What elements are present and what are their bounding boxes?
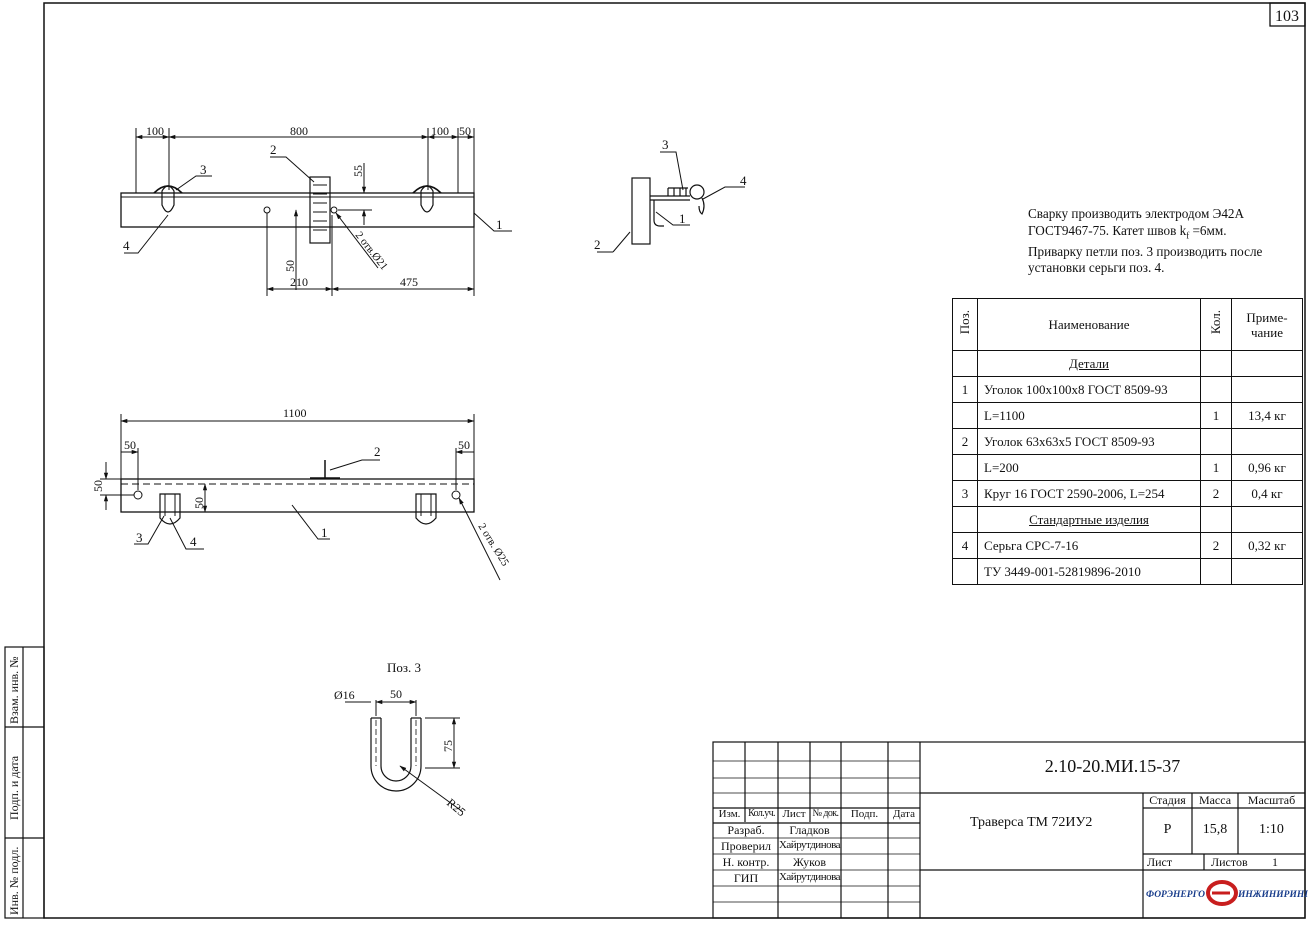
name-normcontrol: Жуков bbox=[792, 855, 827, 869]
front-callout-1: 1 bbox=[321, 525, 328, 540]
title-block-grid bbox=[712, 741, 1306, 919]
side-callout-1: 1 bbox=[679, 211, 686, 226]
side-callout-3: 3 bbox=[662, 137, 669, 152]
front-callout-4: 4 bbox=[190, 534, 197, 549]
spec-section-standard: Стандартные изделия bbox=[977, 506, 1201, 533]
detail-view bbox=[345, 699, 464, 813]
stage-label: Стадия bbox=[1149, 793, 1186, 807]
note-line-1: Сварку производить электродом Э42А bbox=[1028, 206, 1245, 221]
side-stamp-original: Инв. № подл. bbox=[7, 847, 21, 915]
front-callout-3: 3 bbox=[136, 530, 143, 545]
sheets-count: 1 bbox=[1272, 855, 1278, 869]
detail-dim-75: 75 bbox=[441, 740, 455, 752]
top-view-labels: 100 800 100 50 55 50 210 475 2 отв.Ø21 1… bbox=[123, 124, 503, 289]
stage-value: Р bbox=[1163, 822, 1172, 837]
specification-table: Поз. Наименование Кол. Приме-чание Детал… bbox=[952, 298, 1303, 585]
top-view bbox=[120, 128, 512, 296]
mass-label: Масса bbox=[1198, 793, 1232, 807]
welding-notes: Сварку производить электродом Э42А ГОСТ9… bbox=[1028, 206, 1300, 277]
dim-front-50-inner: 50 bbox=[192, 497, 206, 509]
detail-dim-r25: R25 bbox=[444, 796, 468, 820]
side-callout-4: 4 bbox=[740, 173, 747, 188]
table-row: 2 Уголок 63х63х5 ГОСТ 8509-93 bbox=[952, 428, 1303, 455]
table-row: L=200 1 0,96 кг bbox=[952, 454, 1303, 481]
table-row: 3 Круг 16 ГОСТ 2590-2006, L=254 2 0,4 кг bbox=[952, 480, 1303, 507]
name-chief-engineer: Хайрутдинова bbox=[778, 871, 841, 883]
dim-top-50-vert: 50 bbox=[283, 260, 297, 272]
note-line-2: ГОСТ9467-75. Катет швов kf =6мм. bbox=[1028, 222, 1227, 241]
item-name: Траверса ТМ 72ИУ2 bbox=[970, 815, 1093, 830]
sheets-label: Листов bbox=[1211, 855, 1248, 869]
front-view-labels: 1100 50 50 50 50 2 отв. Ø25 1 2 3 4 bbox=[91, 406, 511, 569]
table-row: ТУ 3449-001-52819896-2010 bbox=[952, 558, 1303, 585]
side-stamp-replace: Взам. инв. № bbox=[7, 656, 21, 724]
dim-top-100-right: 100 bbox=[431, 124, 449, 138]
dim-top-50: 50 bbox=[459, 124, 471, 138]
table-row: L=1100 1 13,4 кг bbox=[952, 402, 1303, 429]
detail-title: Поз. 3 bbox=[387, 660, 421, 675]
sheet-number-box bbox=[1269, 2, 1306, 27]
mass-value: 15,8 bbox=[1202, 822, 1228, 837]
dim-top-210: 210 bbox=[290, 275, 308, 289]
top-callout-4: 4 bbox=[123, 238, 130, 253]
dim-front-50-left: 50 bbox=[124, 438, 136, 452]
note-line-4: установки серьги поз. 4. bbox=[1028, 260, 1165, 276]
table-row: 4 Серьга СРС-7-16 2 0,32 кг bbox=[952, 532, 1303, 559]
detail-dim-dia: Ø16 bbox=[334, 688, 355, 702]
spec-header-pos: Поз. bbox=[952, 298, 978, 351]
role-developer: Разраб. bbox=[727, 823, 765, 837]
spec-header-note: Приме-чание bbox=[1231, 298, 1303, 351]
col-header-date: Дата bbox=[893, 808, 915, 820]
front-callout-2: 2 bbox=[374, 444, 381, 459]
sheet-number: 103 bbox=[1275, 8, 1299, 25]
front-view bbox=[100, 414, 501, 581]
dim-top-475: 475 bbox=[400, 275, 418, 289]
document-code: 2.10-20.МИ.15-37 bbox=[1044, 756, 1181, 776]
dim-front-1100: 1100 bbox=[283, 406, 307, 420]
detail-labels: Поз. 3 Ø16 50 75 R25 bbox=[334, 660, 468, 819]
col-header-kolych: Кол.уч. bbox=[748, 808, 775, 819]
side-view bbox=[597, 151, 745, 253]
name-developer: Гладков bbox=[789, 823, 830, 837]
col-header-sign: Подп. bbox=[850, 808, 879, 820]
top-callout-3: 3 bbox=[200, 162, 207, 177]
sheet-frame bbox=[43, 2, 1306, 919]
side-stamp: Взам. инв. № Подп. и дата Инв. № подл. bbox=[4, 646, 45, 919]
dim-top-100-left: 100 bbox=[146, 124, 164, 138]
role-normcontrol: Н. контр. bbox=[722, 855, 770, 869]
front-hole-note: 2 отв. Ø25 bbox=[475, 521, 511, 569]
col-header-list: Лист bbox=[782, 808, 806, 820]
scale-value: 1:10 bbox=[1259, 822, 1284, 837]
detail-dim-50: 50 bbox=[390, 687, 402, 701]
company-logo: ФОРЭНЕРГО ИНЖИНИРИНГ bbox=[1146, 880, 1308, 906]
role-checker: Проверил bbox=[721, 839, 771, 853]
top-callout-2: 2 bbox=[270, 142, 277, 157]
sheet-label: Лист bbox=[1147, 855, 1173, 869]
dim-top-55: 55 bbox=[351, 165, 365, 177]
name-checker: Хайрутдинова bbox=[778, 839, 841, 851]
note-line-3: Приварку петли поз. 3 производить после bbox=[1028, 243, 1263, 259]
dim-front-50-right: 50 bbox=[458, 438, 470, 452]
spec-header-name: Наименование bbox=[977, 298, 1201, 351]
col-header-doc: № док. bbox=[812, 808, 839, 819]
spec-header-qty: Кол. bbox=[1200, 298, 1232, 351]
side-stamp-sign-date: Подп. и дата bbox=[7, 755, 21, 820]
dim-front-50-vert: 50 bbox=[91, 480, 105, 492]
side-callout-2: 2 bbox=[594, 237, 601, 252]
role-chief-engineer: ГИП bbox=[733, 871, 759, 885]
col-header-izm: Изм. bbox=[718, 808, 741, 820]
dim-top-800: 800 bbox=[290, 124, 308, 138]
top-hole-note: 2 отв.Ø21 bbox=[353, 229, 390, 272]
logo-text-right: ИНЖИНИРИНГ bbox=[1237, 890, 1308, 900]
scale-label: Масштаб bbox=[1247, 793, 1296, 807]
logo-text-left: ФОРЭНЕРГО bbox=[1146, 890, 1205, 900]
top-callout-1: 1 bbox=[496, 217, 503, 232]
table-row: 1 Уголок 100х100х8 ГОСТ 8509-93 bbox=[952, 376, 1303, 403]
side-view-labels: 1 2 3 4 bbox=[594, 137, 747, 252]
spec-section-details: Детали bbox=[977, 350, 1201, 377]
